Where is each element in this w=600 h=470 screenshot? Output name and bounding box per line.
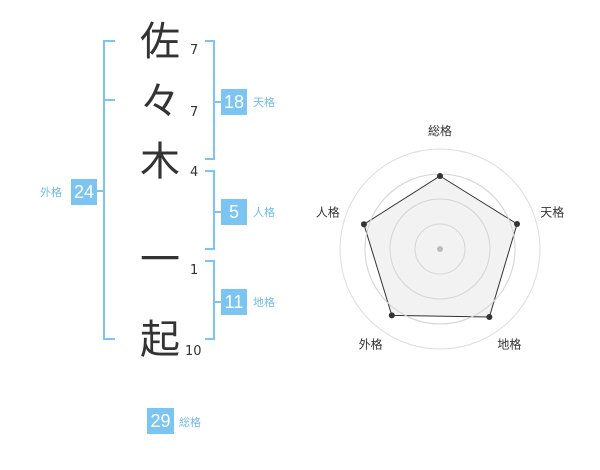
- radar-axis-label-3: 地格: [497, 336, 521, 351]
- jinkaku-connector: [213, 211, 221, 213]
- gaikaku-value: 24: [71, 179, 97, 205]
- stroke-count-1: 7: [190, 43, 199, 58]
- tenkaku-bracket-bottom: [205, 158, 215, 160]
- tenkaku-bracket-top: [205, 40, 215, 42]
- gaikaku-bracket-mid: [103, 99, 115, 101]
- name-char-2: 々: [140, 79, 180, 125]
- soukaku-value: 29: [147, 408, 174, 434]
- radar-point-1: [437, 173, 443, 179]
- radar-point-2: [514, 220, 521, 227]
- jinkaku-label: 人格: [253, 206, 275, 219]
- radar-point-5: [360, 221, 367, 228]
- chikaku-bracket-top: [205, 260, 215, 262]
- chikaku-value: 11: [221, 289, 247, 315]
- radar-center-dot: [437, 246, 443, 252]
- chikaku-connector: [213, 301, 221, 303]
- stroke-count-4: 1: [190, 263, 199, 278]
- radar-ring-overlay-1: [414, 223, 466, 275]
- name-char-1: 佐: [140, 19, 180, 65]
- gaikaku-bracket-top: [103, 40, 115, 42]
- name-char-4: 一: [140, 237, 180, 283]
- gaikaku-label: 外格: [40, 186, 62, 199]
- jinkaku-bracket-top: [205, 170, 215, 172]
- radar-ring-overlay-2: [389, 198, 491, 300]
- chikaku-label: 地格: [253, 296, 275, 309]
- jinkaku-bracket-bottom: [205, 248, 215, 250]
- stroke-count-2: 7: [190, 105, 199, 120]
- name-char-5: 起: [140, 317, 180, 363]
- radar-point-3: [486, 313, 493, 320]
- radar-point-4: [388, 312, 395, 319]
- soukaku-label: 総格: [179, 416, 201, 429]
- jinkaku-value: 5: [221, 199, 247, 225]
- gaikaku-connector: [97, 190, 105, 192]
- tenkaku-label: 天格: [253, 96, 275, 109]
- stroke-count-5: 10: [185, 344, 202, 359]
- tenkaku-connector: [213, 101, 221, 103]
- chikaku-bracket-bottom: [205, 338, 215, 340]
- jinkaku-bracket: [213, 170, 215, 250]
- tenkaku-bracket: [213, 40, 215, 160]
- chikaku-bracket: [213, 260, 215, 340]
- tenkaku-value: 18: [221, 89, 247, 115]
- radar-axis-label-4: 外格: [359, 336, 383, 351]
- gaikaku-bracket-bottom: [103, 338, 115, 340]
- radar-axis-label-5: 人格: [316, 205, 340, 220]
- stroke-count-3: 4: [190, 165, 199, 180]
- radar-axis-label-2: 天格: [540, 205, 564, 220]
- radar-axis-label-1: 総格: [428, 123, 452, 138]
- name-char-3: 木: [140, 139, 180, 185]
